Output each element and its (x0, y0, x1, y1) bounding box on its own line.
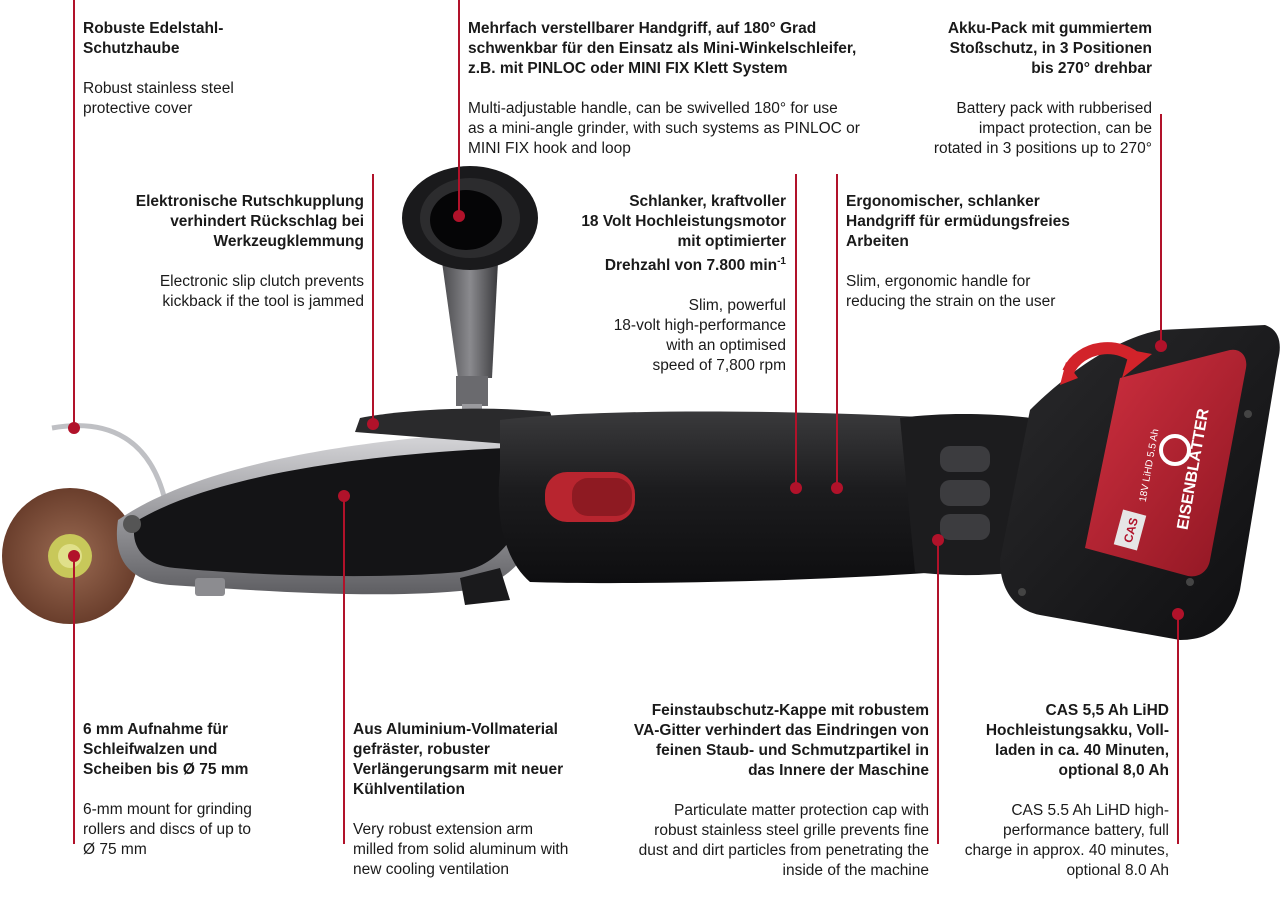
callout-line-mount (73, 556, 75, 844)
tool-illustration: EISENBLÄTTER 18V LiHD 5.5 Ah CAS (2, 166, 1280, 640)
annotation-dust-cap: Feinstaubschutz-Kappe mit robustem VA-Gi… (589, 681, 929, 901)
callout-dot-motor (790, 482, 802, 494)
callout-dot-clutch (367, 418, 379, 430)
annotation-grip-en: Slim, ergonomic handle for reducing the … (846, 273, 1056, 310)
callout-line-grip (836, 174, 838, 488)
callout-dot-cover (68, 422, 80, 434)
callout-line-motor (795, 174, 797, 488)
callout-dot-handle (453, 210, 465, 222)
motor-body (498, 411, 940, 584)
annotation-clutch-de: Elektronische Rutschkupplung verhindert … (135, 193, 364, 250)
battery-cas: CAS (1121, 516, 1141, 544)
annotation-dust-cap-en: Particulate matter protection cap with r… (638, 802, 929, 879)
annotation-cover-de: Robuste Edelstahl- Schutzhaube (83, 20, 224, 57)
annotation-motor: Schlanker, kraftvoller 18 Volt Hochleist… (546, 172, 786, 396)
callout-line-handle (458, 0, 460, 216)
annotation-grip-de: Ergonomischer, schlanker Handgriff für e… (846, 193, 1070, 250)
annotation-clutch: Elektronische Rutschkupplung verhindert … (104, 172, 364, 332)
annotation-handle: Mehrfach verstellbarer Handgriff, auf 18… (468, 0, 888, 179)
annotation-arm-de: Aus Aluminium-Vollmaterial gefräster, ro… (353, 721, 564, 798)
callout-line-battery-pack (1160, 114, 1162, 346)
annotation-mount-en: 6-mm mount for grinding rollers and disc… (83, 801, 252, 858)
annotation-clutch-en: Electronic slip clutch prevents kickback… (159, 273, 364, 310)
annotation-cover-en: Robust stainless steel protective cover (83, 80, 234, 117)
callout-dot-grip (831, 482, 843, 494)
vent-2 (940, 480, 990, 506)
annotation-grip: Ergonomischer, schlanker Handgriff für e… (846, 172, 1106, 332)
callout-line-dust-cap (937, 540, 939, 844)
callout-line-battery-cas (1177, 614, 1179, 844)
callout-dot-battery-cas (1172, 608, 1184, 620)
annotation-battery-pack: Akku-Pack mit gummiertem Stoßschutz, in … (882, 0, 1152, 179)
annotation-arm: Aus Aluminium-Vollmaterial gefräster, ro… (353, 700, 603, 900)
annotation-battery-cas-de: CAS 5,5 Ah LiHD Hochleistungsakku, Voll-… (985, 702, 1169, 779)
callout-line-cover (73, 0, 75, 428)
side-handle (442, 262, 498, 378)
annotation-battery-pack-en: Battery pack with rubberised impact prot… (933, 100, 1152, 157)
vent-1 (940, 446, 990, 472)
callout-line-arm (343, 496, 345, 844)
annotation-battery-pack-de: Akku-Pack mit gummiertem Stoßschutz, in … (947, 20, 1152, 77)
annotation-handle-de: Mehrfach verstellbarer Handgriff, auf 18… (468, 20, 857, 77)
annotation-motor-de-sup: -1 (777, 256, 786, 267)
callout-line-clutch (372, 174, 374, 424)
vent-3 (940, 514, 990, 540)
annotation-handle-en: Multi-adjustable handle, can be swivelle… (468, 100, 860, 157)
annotation-motor-en: Slim, powerful 18-volt high-performance … (613, 297, 786, 375)
annotation-mount: 6 mm Aufnahme für Schleifwalzen und Sche… (83, 700, 313, 880)
annotation-dust-cap-de: Feinstaubschutz-Kappe mit robustem VA-Gi… (633, 702, 929, 779)
callout-dot-dust-cap (932, 534, 944, 546)
annotation-arm-en: Very robust extension arm milled from so… (353, 821, 569, 878)
annotation-mount-de: 6 mm Aufnahme für Schleifwalzen und Sche… (83, 721, 249, 778)
callout-dot-battery-pack (1155, 340, 1167, 352)
annotation-motor-de: Schlanker, kraftvoller 18 Volt Hochleist… (546, 192, 786, 276)
annotation-cover: Robuste Edelstahl- Schutzhaube Robust st… (83, 0, 313, 139)
annotation-battery-cas: CAS 5,5 Ah LiHD Hochleistungsakku, Voll-… (939, 681, 1169, 901)
annotation-motor-de-text: Schlanker, kraftvoller 18 Volt Hochleist… (581, 193, 786, 275)
annotation-battery-cas-en: CAS 5.5 Ah LiHD high- performance batter… (964, 802, 1169, 879)
callout-dot-mount (68, 550, 80, 562)
extension-arm-inner (133, 447, 539, 577)
callout-dot-arm (338, 490, 350, 502)
